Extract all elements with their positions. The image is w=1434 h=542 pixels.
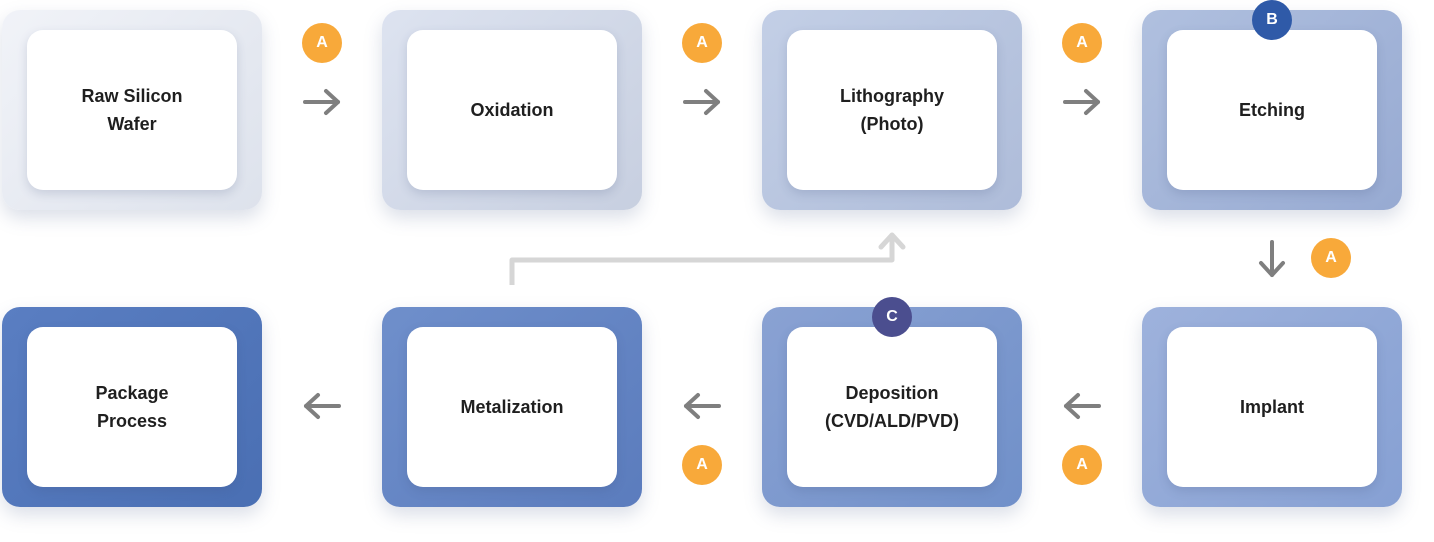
step-label: Deposition (CVD/ALD/PVD) xyxy=(825,383,959,431)
step-lithography: Lithography (Photo) xyxy=(762,10,1022,210)
arrow-left-icon xyxy=(304,393,341,419)
badge-b: B xyxy=(1252,0,1292,40)
badge-c: C xyxy=(872,297,912,337)
step-package-process: Package Process xyxy=(2,307,262,507)
step-label: Etching xyxy=(1239,100,1305,120)
step-etching: Etching xyxy=(1142,10,1402,210)
badge-a: A xyxy=(302,23,342,63)
step-card: Etching xyxy=(1167,30,1377,190)
badge-a: A xyxy=(1062,23,1102,63)
step-deposition: Deposition (CVD/ALD/PVD) xyxy=(762,307,1022,507)
step-label: Lithography (Photo) xyxy=(840,86,944,134)
step-implant: Implant xyxy=(1142,307,1402,507)
step-card: Package Process xyxy=(27,327,237,487)
arrow-right-icon xyxy=(1063,89,1100,115)
step-card: Deposition (CVD/ALD/PVD) xyxy=(787,327,997,487)
step-label: Implant xyxy=(1239,397,1304,417)
step-oxidation: Oxidation xyxy=(382,10,642,210)
step-label: Raw Silicon Wafer xyxy=(81,86,183,134)
arrow-down-icon xyxy=(1259,240,1285,277)
step-label: Oxidation xyxy=(470,100,554,120)
step-label: Metalization xyxy=(460,397,564,417)
step-label: Package Process xyxy=(95,383,169,431)
arrow-left-icon xyxy=(1064,393,1101,419)
arrow-left-icon xyxy=(684,393,721,419)
badge-a: A xyxy=(682,445,722,485)
badge-a: A xyxy=(682,23,722,63)
step-card: Lithography (Photo) xyxy=(787,30,997,190)
step-metalization: Metalization xyxy=(382,307,642,507)
step-card: Metalization xyxy=(407,327,617,487)
badge-a: A xyxy=(1062,445,1102,485)
step-card: Implant xyxy=(1167,327,1377,487)
step-card: Oxidation xyxy=(407,30,617,190)
arrow-right-icon xyxy=(683,89,720,115)
badge-a: A xyxy=(1311,238,1351,278)
arrow-right-icon xyxy=(303,89,340,115)
step-raw-silicon-wafer: Raw Silicon Wafer xyxy=(2,10,262,210)
step-card: Raw Silicon Wafer xyxy=(27,30,237,190)
